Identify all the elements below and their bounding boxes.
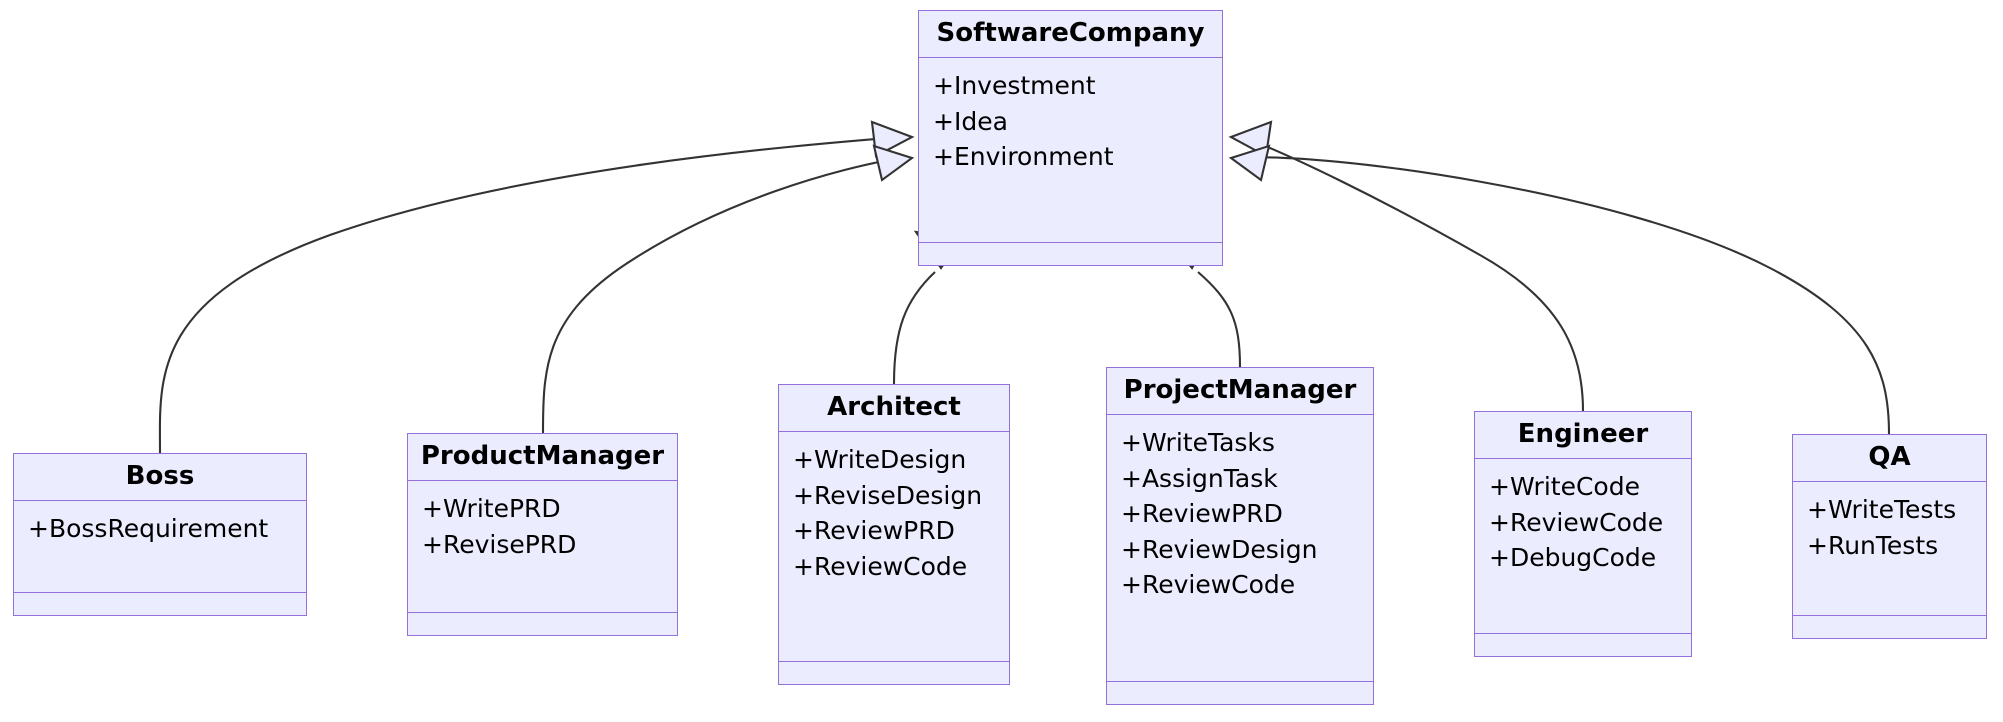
class-attribute-row: +ReviewCode (793, 551, 968, 581)
class-attribute-row: +ReviewCode (1489, 507, 1664, 537)
class-attribute-row: +WriteCode (1489, 472, 1640, 502)
class-attribute-row: +RunTests (1807, 530, 1939, 560)
class-attribute-row: +RevisePRD (422, 529, 577, 559)
class-box-architect[interactable]: Architect +WriteDesign +ReviseDesign +Revie… (778, 384, 1010, 685)
class-methods-engineer (1475, 634, 1691, 656)
class-title-software-company: SoftwareCompany (919, 11, 1222, 59)
class-attribute-row: +ReviewPRD (1121, 499, 1283, 529)
class-box-qa[interactable]: QA +WriteTests +RunTests (1792, 434, 1987, 639)
class-attribute-row: +BossRequirement (28, 514, 269, 544)
class-methods-qa (1793, 616, 1986, 638)
class-attribute-row: +WriteTasks (1121, 428, 1275, 458)
class-title-architect: Architect (779, 385, 1009, 433)
class-title-product-manager: ProductManager (408, 434, 677, 482)
class-title-boss: Boss (14, 454, 306, 502)
class-attribute-row: +Investment (933, 71, 1096, 101)
class-title-qa: QA (1793, 435, 1986, 483)
class-attributes-software-company: +Investment +Idea +Environment (919, 58, 1222, 243)
class-box-product-manager[interactable]: ProductManager +WritePRD +RevisePRD (407, 433, 678, 636)
class-methods-product-manager (408, 613, 677, 635)
class-attribute-row: +ReviewDesign (1121, 534, 1318, 564)
class-box-software-company[interactable]: SoftwareCompany +Investment +Idea +Environm… (918, 10, 1223, 266)
class-box-project-manager[interactable]: ProjectManager +WriteTasks +AssignTask +Rev… (1106, 367, 1374, 705)
class-methods-software-company (919, 243, 1222, 265)
edge-project-manager-software-company (1197, 271, 1242, 368)
class-title-project-manager: ProjectManager (1107, 368, 1373, 416)
class-attributes-boss: +BossRequirement (14, 501, 306, 593)
class-methods-project-manager (1107, 682, 1373, 704)
class-attribute-row: +Idea (933, 106, 1008, 136)
class-attribute-row: +WriteTests (1807, 495, 1957, 525)
class-attribute-row: +WriteDesign (793, 445, 967, 475)
class-attribute-row: +WritePRD (422, 494, 561, 524)
class-attribute-row: +AssignTask (1121, 463, 1278, 493)
class-attribute-row: +ReviewCode (1121, 570, 1296, 600)
class-box-engineer[interactable]: Engineer +WriteCode +ReviewCode +DebugCode (1474, 411, 1692, 657)
arrow-engineer-icon (1228, 120, 1273, 158)
class-attribute-row: +ReviewPRD (793, 516, 955, 546)
class-box-boss[interactable]: Boss +BossRequirement (13, 453, 307, 616)
class-attribute-row: +Environment (933, 142, 1114, 172)
class-attributes-qa: +WriteTests +RunTests (1793, 482, 1986, 616)
arrow-boss-icon (870, 120, 915, 158)
class-title-engineer: Engineer (1475, 412, 1691, 460)
class-attribute-row: +ReviseDesign (793, 480, 983, 510)
class-attributes-engineer: +WriteCode +ReviewCode +DebugCode (1475, 459, 1691, 634)
arrow-product-manager-icon (872, 144, 915, 182)
class-methods-architect (779, 662, 1009, 684)
edge-architect-software-company (892, 271, 936, 385)
class-attributes-architect: +WriteDesign +ReviseDesign +ReviewPRD +Revi… (779, 432, 1009, 662)
class-attributes-project-manager: +WriteTasks +AssignTask +ReviewPRD +ReviewD… (1107, 415, 1373, 682)
class-attribute-row: +DebugCode (1489, 543, 1657, 573)
arrow-qa-icon (1228, 144, 1271, 182)
class-attributes-product-manager: +WritePRD +RevisePRD (408, 481, 677, 613)
class-methods-boss (14, 593, 306, 615)
